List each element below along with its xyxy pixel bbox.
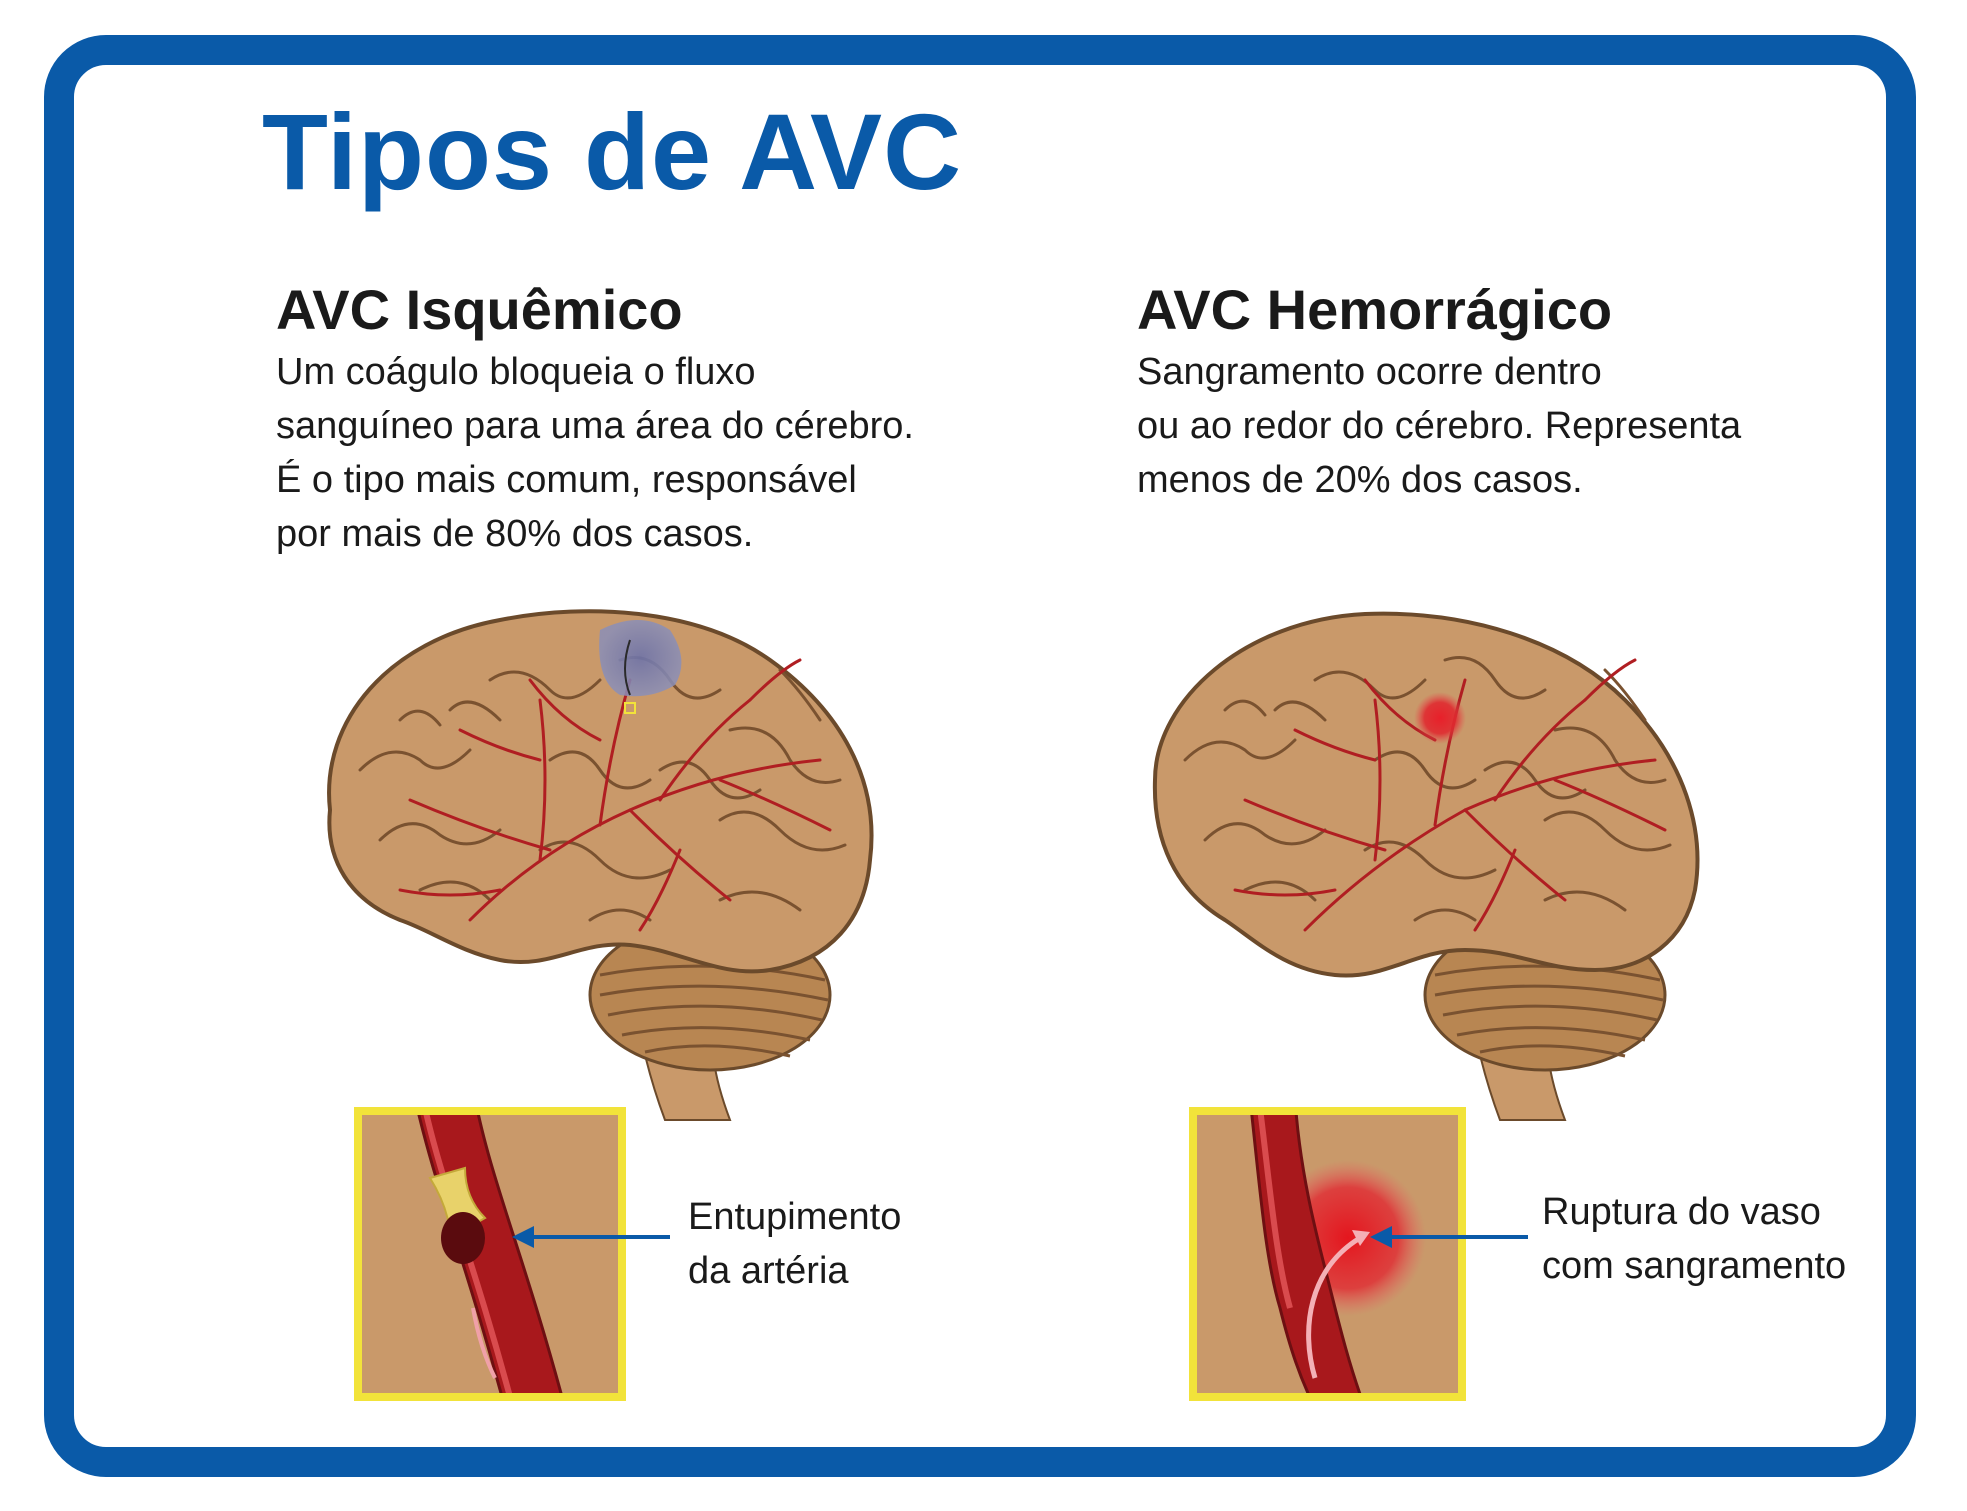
hemorrhagic-caption-line-1: Ruptura do vaso	[1542, 1191, 1821, 1233]
hemorrhagic-caption-line-2: com sangramento	[1542, 1245, 1847, 1287]
ischemic-arrow	[512, 1226, 670, 1248]
hemorrhagic-line-2: ou ao redor do cérebro. Representa	[1137, 405, 1742, 447]
ischemic-line-3: É o tipo mais comum, responsável	[276, 459, 857, 501]
hemorrhagic-brain-illustration	[1152, 611, 1700, 1121]
ischemic-heading: AVC Isquêmico	[276, 278, 683, 341]
ischemic-caption-line-1: Entupimento	[688, 1196, 902, 1238]
ischemic-description: Um coágulo bloqueia o fluxo sanguíneo pa…	[276, 345, 914, 561]
ischemic-line-2: sanguíneo para uma área do cérebro.	[276, 405, 914, 447]
hemorrhagic-description: Sangramento ocorre dentro ou ao redor do…	[1137, 345, 1741, 507]
page-title: Tipos de AVC	[262, 91, 963, 212]
ischemic-artery-inset	[354, 1107, 626, 1401]
hemorrhagic-line-3: menos de 20% dos casos.	[1137, 459, 1583, 501]
hemorrhagic-heading: AVC Hemorrágico	[1137, 278, 1613, 341]
ischemic-brain-illustration	[327, 609, 874, 1121]
ischemic-line-4: por mais de 80% dos casos.	[276, 513, 754, 555]
ischemic-line-1: Um coágulo bloqueia o fluxo	[276, 351, 756, 393]
ischemic-caption: Entupimento da artéria	[688, 1190, 901, 1298]
hemorrhagic-line-1: Sangramento ocorre dentro	[1137, 351, 1602, 393]
bleed-spot	[1414, 692, 1466, 744]
ischemic-caption-line-2: da artéria	[688, 1250, 849, 1292]
hemorrhagic-artery-inset	[1189, 1107, 1466, 1401]
hemorrhagic-arrow	[1370, 1226, 1528, 1248]
cerebrum	[1152, 611, 1700, 978]
hemorrhagic-caption: Ruptura do vaso com sangramento	[1542, 1185, 1846, 1293]
clot-area	[599, 620, 682, 697]
